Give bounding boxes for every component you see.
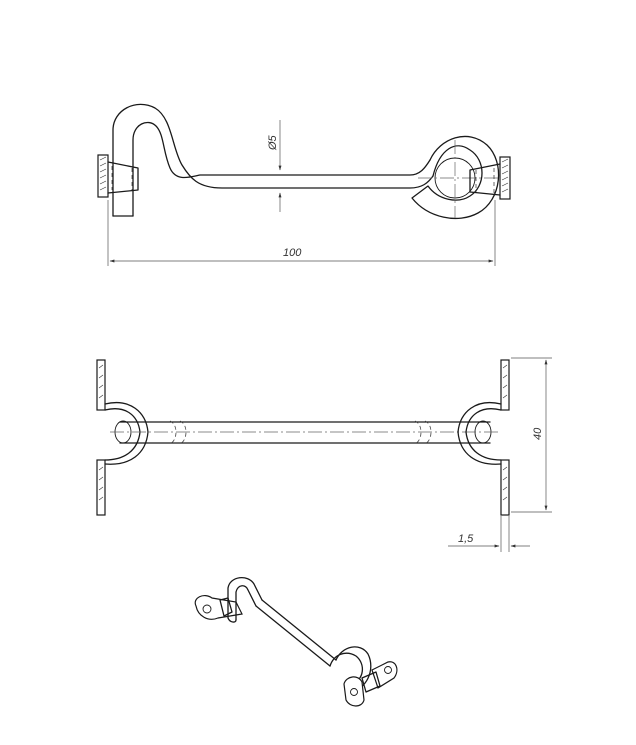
length-label: 100: [283, 247, 302, 259]
top-left-plate: [96, 359, 149, 516]
top-height-dimension: 40: [511, 357, 552, 513]
iso-right-bracket: [343, 661, 398, 707]
front-hook-body: [112, 103, 434, 217]
isometric-view: [194, 577, 398, 707]
iso-left-hook: [227, 577, 263, 623]
thickness-label: 1,5: [458, 533, 474, 545]
front-eye-ring: [411, 135, 500, 220]
front-length-dimension: 100: [107, 200, 496, 266]
front-diameter-dimension: Ø5: [267, 120, 282, 212]
top-view: 40 1,5: [96, 357, 552, 552]
front-left-plate: [97, 154, 139, 198]
top-thickness-dimension: 1,5: [448, 516, 530, 552]
iso-left-bracket: [194, 594, 243, 620]
height-label: 40: [532, 427, 544, 440]
top-right-plate: [457, 359, 510, 516]
front-view: Ø5 100: [97, 103, 511, 266]
top-rod: [110, 420, 500, 445]
iso-rod: [255, 599, 337, 667]
front-right-plate: [469, 156, 511, 200]
diameter-label: Ø5: [267, 134, 279, 151]
